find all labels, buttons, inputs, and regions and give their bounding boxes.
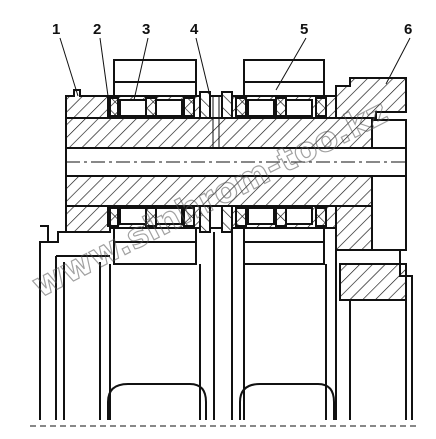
callout-label-1: 1 <box>52 21 60 38</box>
spacer <box>199 91 233 420</box>
lower-gear-rims <box>30 264 420 427</box>
bearing-right <box>231 59 337 265</box>
leader-lines <box>59 37 411 101</box>
bearing-left <box>107 59 201 265</box>
hub-right <box>335 77 413 420</box>
housing-left <box>39 89 111 420</box>
callout-label-6: 6 <box>404 21 412 38</box>
callout-label-2: 2 <box>93 21 101 38</box>
callout-label-5: 5 <box>300 21 308 38</box>
callout-label-3: 3 <box>142 21 150 38</box>
shaft <box>65 117 407 207</box>
callout-label-4: 4 <box>190 21 199 38</box>
